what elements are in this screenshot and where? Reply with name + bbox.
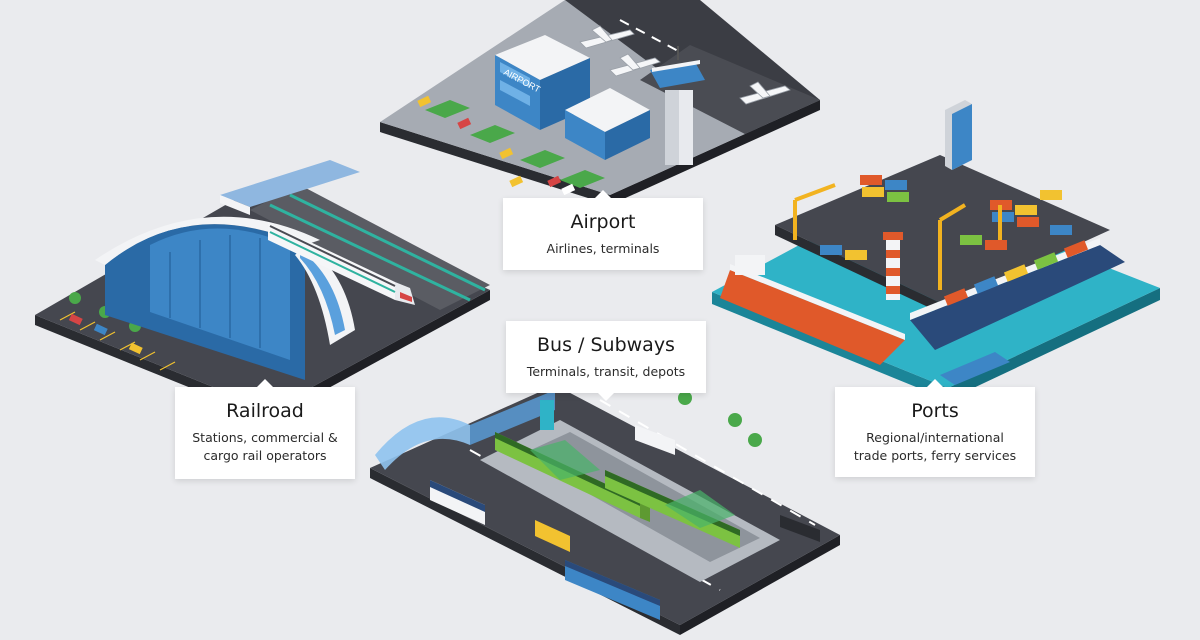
high-speed-train-icon (268, 222, 415, 305)
bus-subway-label-card: Bus / Subways Terminals, transit, depots (506, 321, 706, 401)
lighthouse-icon (883, 232, 903, 300)
ports-subtitle-line-2: trade ports, ferry services (853, 448, 1017, 463)
bus-subway-scene (370, 385, 840, 635)
railroad-title: Railroad (226, 400, 304, 422)
bus-subway-title: Bus / Subways (537, 334, 675, 356)
airport-building-icon: AIRPORT (495, 35, 650, 160)
card-pointer (927, 379, 943, 387)
ports-scene (712, 100, 1160, 400)
bus-icon (430, 425, 820, 620)
card-pointer (598, 393, 614, 401)
tram-icon (495, 432, 740, 548)
railroad-label-card: Railroad Stations, commercial & cargo ra… (175, 379, 355, 479)
card-pointer (257, 379, 273, 387)
ports-subtitle-line-1: Regional/international (866, 430, 1004, 445)
airport-title: Airport (570, 211, 636, 233)
bus-subway-subtitle: Terminals, transit, depots (526, 364, 686, 379)
airport-subtitle: Airlines, terminals (546, 241, 660, 256)
cargo-ship-icon (720, 238, 1125, 385)
airport-label-card: Airport Airlines, terminals (503, 190, 703, 270)
ports-label-card: Ports Regional/international trade ports… (835, 379, 1035, 477)
container-icon (820, 175, 1072, 260)
control-tower-icon (650, 46, 705, 165)
card-pointer (595, 190, 611, 198)
train-station-icon (95, 216, 355, 380)
railroad-subtitle: Stations, commercial & cargo rail operat… (175, 429, 355, 465)
crane-icon (793, 183, 1002, 290)
ports-title: Ports (911, 400, 959, 422)
airport-scene: AIRPORT (380, 0, 820, 205)
airplane-icon (579, 25, 791, 105)
ports-subtitle: Regional/international trade ports, ferr… (835, 429, 1035, 465)
railroad-subtitle-line-2: cargo rail operators (203, 448, 327, 463)
railroad-subtitle-line-1: Stations, commercial & (192, 430, 338, 445)
